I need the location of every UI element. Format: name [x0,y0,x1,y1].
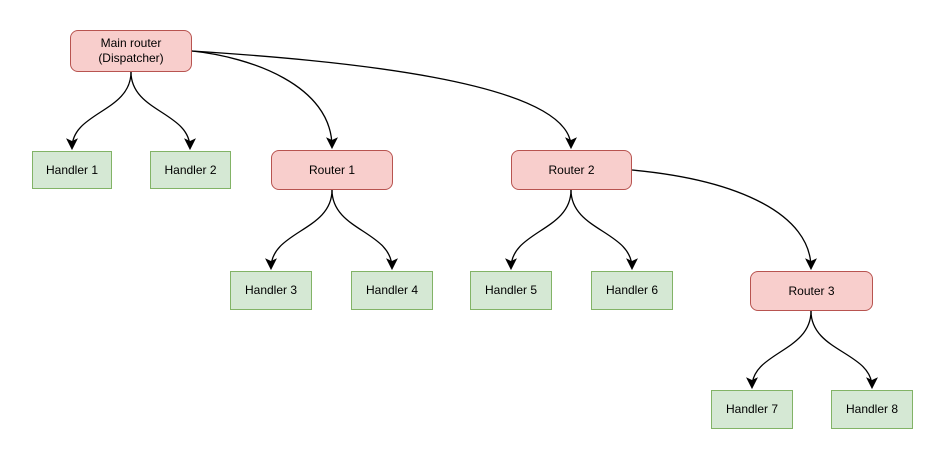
node-label: Handler 1 [45,162,99,177]
edge-router-3-to-handler-7 [746,310,812,390]
node-label-line1: Main router [100,36,162,50]
node-handler-6: Handler 6 [591,271,673,310]
node-label: Router 2 [548,162,595,177]
node-label: Handler 8 [845,402,899,416]
node-label: Router 3 [788,283,835,298]
node-label: Handler 3 [244,283,298,297]
node-handler-7: Handler 7 [711,390,793,429]
edge-main-to-handler-1 [66,71,132,151]
edge-router-2-to-router-3 [631,169,817,271]
node-handler-8: Handler 8 [831,390,913,429]
node-label: Handler 7 [725,402,779,416]
edge-router-2-to-handler-6 [570,189,638,271]
node-main-router: Main router (Dispatcher) [70,30,192,72]
node-router-3: Router 3 [750,271,873,311]
node-handler-3: Handler 3 [230,271,312,310]
node-router-1: Router 1 [271,150,393,190]
node-label: Handler 5 [484,283,538,297]
edge-router-3-to-handler-8 [810,310,878,390]
node-label: Router 1 [308,162,356,177]
edge-main-to-router-2 [191,50,577,150]
edge-main-to-router-1 [191,50,338,150]
node-handler-1: Handler 1 [32,151,112,189]
edge-router-1-to-handler-3 [265,189,333,271]
edge-router-2-to-handler-5 [505,189,572,271]
edge-main-to-handler-2 [130,71,196,151]
node-label-line2: (Dispatcher) [98,51,164,65]
node-label: Handler 4 [365,283,419,297]
node-handler-4: Handler 4 [351,271,433,310]
node-router-2: Router 2 [511,150,632,190]
node-label: Handler 6 [605,283,659,297]
node-label: Handler 2 [164,162,217,177]
edge-router-1-to-handler-4 [331,189,398,271]
node-handler-2: Handler 2 [150,151,231,189]
node-handler-5: Handler 5 [470,271,552,310]
